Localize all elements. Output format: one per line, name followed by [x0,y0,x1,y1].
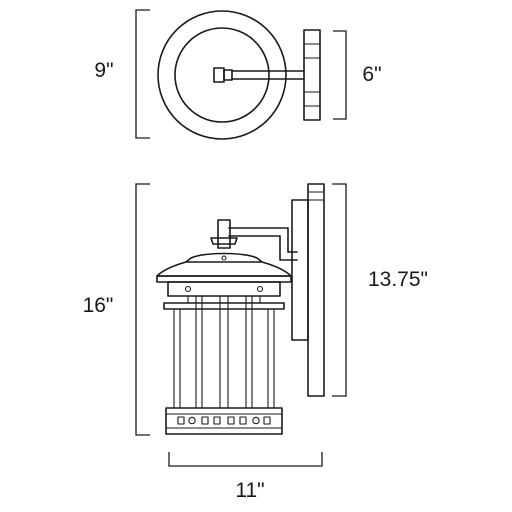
wall-plate-top-bands [307,191,325,201]
band-cutout [201,416,209,425]
upper-rivet-left [184,285,192,293]
arm-bracket-plate [291,199,309,341]
bottom-band-lines [165,413,283,429]
band-cutout [213,416,221,425]
roof-cap [185,252,263,263]
post-stubs [187,295,261,304]
lantern-height-bracket [332,183,347,397]
center-posts [219,295,229,409]
arm-rod [231,70,305,80]
front-view: 16" 13.75" 11" [83,183,428,502]
arm-collar [223,69,233,81]
roof-band [156,275,292,283]
roof-screw [221,255,227,261]
lantern-height-label: 13.75" [368,268,428,291]
overall-height-bracket [135,183,150,436]
upper-rivet-right [256,285,264,293]
band-cutout [177,416,185,425]
wall-plate [307,183,325,397]
backplate-height-bracket [333,30,347,120]
canopy-inner-ring [174,27,270,123]
top-height-label: 9" [94,59,113,82]
mounting-arm [228,227,298,261]
arm-hub [213,67,225,83]
backplate-segments [303,43,321,107]
bottom-band [165,407,283,435]
top-view: 9" 6" [94,9,382,140]
width-bracket [168,452,323,467]
outer-posts [173,308,275,409]
finial-collar [210,237,238,245]
upper-frame [167,281,281,297]
band-cutout [252,416,260,425]
overall-height-label: 16" [83,294,114,317]
backplate-height-label: 6" [362,63,381,86]
canopy-outer-ring [157,10,287,140]
top-height-bracket [135,9,150,139]
finial-stem [217,219,231,249]
upper-ring [163,302,285,310]
backplate-side [303,29,321,121]
band-cutout [239,416,247,425]
band-cutout [188,416,196,425]
inner-posts [195,295,253,409]
width-label: 11" [235,479,264,502]
band-cutout [227,416,235,425]
band-cutout [263,416,271,425]
roof-flare [156,261,292,277]
